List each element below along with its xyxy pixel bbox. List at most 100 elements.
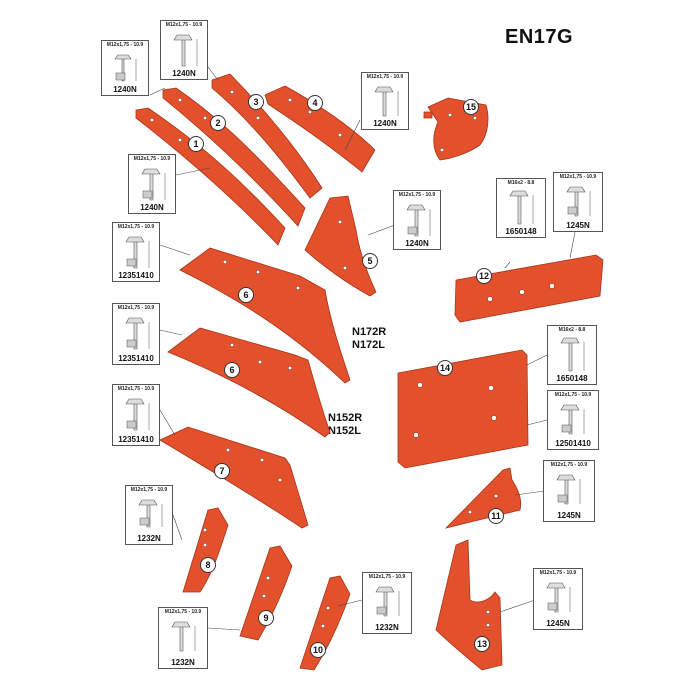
- bolt-spec: M16x2 - 8.8: [507, 180, 535, 186]
- bolt-icon: [138, 499, 163, 528]
- bolt-icon: [114, 54, 137, 82]
- model-label-n152l: N152L: [328, 425, 362, 437]
- bolt-spec: M12x1,75 - 10.9: [398, 192, 436, 198]
- bolt-box-1232n-c: M12x1,75 - 10.9 1232N: [362, 572, 412, 634]
- bolt-box-1240n-e: M12x1,75 - 10.9 1240N: [393, 190, 441, 250]
- bolt-box-12351410-a: M12x1,75 - 10.9 12351410: [112, 222, 160, 282]
- model-label-n172r: N172R: [352, 326, 387, 338]
- bolt-icon: [556, 474, 581, 505]
- bolt-code: 1245N: [566, 221, 590, 230]
- bolt-code: 1240N: [113, 85, 137, 94]
- bolt-box-1650148-a: M16x2 - 8.8 1650148: [496, 178, 546, 238]
- bolt-code: 12351410: [118, 435, 154, 444]
- bolt-box-1240n-a: M12x1,75 - 10.9 1240N: [101, 40, 149, 96]
- bolt-icon: [171, 621, 196, 652]
- part-9-blade: [239, 545, 293, 641]
- bolt-icon: [375, 586, 400, 617]
- bolt-spec: M12x1,75 - 10.9: [165, 22, 203, 28]
- bolt-box-1232n-a: M12x1,75 - 10.9 1232N: [125, 485, 173, 545]
- part-12-bar: [454, 254, 604, 323]
- bolt-box-1240n-d: M12x1,75 - 10.9 1240N: [128, 154, 176, 214]
- bolt-code: 1240N: [140, 203, 164, 212]
- bolt-code: 1650148: [556, 374, 588, 383]
- bolt-box-12501410: M12x1,75 - 10.9 12501410: [547, 390, 599, 450]
- bolt-spec: M12x1,75 - 10.9: [164, 609, 202, 615]
- callout-4: 4: [307, 95, 323, 111]
- bolt-icon: [374, 86, 399, 117]
- part-11-blade: [444, 467, 522, 529]
- bolt-icon: [125, 398, 150, 431]
- part-7-blade: [159, 426, 309, 529]
- bolt-code: 1245N: [546, 619, 570, 628]
- bolt-box-1650148-b: M16x2 - 8.8 1650148: [547, 325, 597, 385]
- bolt-code: 1232N: [375, 623, 399, 632]
- bolt-code: 12351410: [118, 271, 154, 280]
- callout-2: 2: [210, 115, 226, 131]
- bolt-code: 1240N: [373, 119, 397, 128]
- bolt-box-1232n-b: M12x1,75 - 10.9 1232N: [158, 607, 208, 669]
- bolt-box-12351410-b: M12x1,75 - 10.9 12351410: [112, 303, 160, 365]
- bolt-code: 1232N: [171, 658, 195, 667]
- callout-13: 13: [474, 636, 490, 652]
- bolt-spec: M12x1,75 - 10.9: [554, 392, 592, 398]
- bolt-icon: [560, 337, 585, 372]
- bolt-code: 1240N: [172, 69, 196, 78]
- bolt-icon: [566, 186, 591, 217]
- bolt-spec: M12x1,75 - 10.9: [133, 156, 171, 162]
- bolt-code: 1240N: [405, 239, 429, 248]
- bolt-box-1240n-c: M12x1,75 - 10.9 1240N: [361, 72, 409, 130]
- callout-9: 9: [258, 610, 274, 626]
- bolt-code: 1245N: [557, 511, 581, 520]
- bolt-spec: M12x1,75 - 10.9: [117, 224, 155, 230]
- bolt-icon: [125, 236, 150, 269]
- bolt-spec: M12x1,75 - 10.9: [130, 487, 168, 493]
- bolt-spec: M12x1,75 - 10.9: [117, 305, 155, 311]
- bolt-box-1245n-b: M12x1,75 - 10.9 1245N: [543, 460, 595, 522]
- bolt-box-1245n-a: M12x1,75 - 10.9 1245N: [553, 172, 603, 232]
- callout-1: 1: [188, 136, 204, 152]
- bolt-code: 1232N: [137, 534, 161, 543]
- callout-11: 11: [488, 508, 504, 524]
- bolt-spec: M16x2 - 8.8: [558, 327, 586, 333]
- callout-10: 10: [310, 642, 326, 658]
- bolt-spec: M12x1,75 - 10.9: [559, 174, 597, 180]
- bolt-code: 1650148: [505, 227, 537, 236]
- bolt-icon: [141, 168, 166, 201]
- part-10-blade: [299, 575, 351, 671]
- callout-6-lower: 6: [224, 362, 240, 378]
- callout-8: 8: [200, 557, 216, 573]
- part-5-blade: [304, 195, 377, 297]
- diagram-title: EN17G: [505, 26, 574, 48]
- bolt-icon: [406, 204, 431, 237]
- bolt-spec: M12x1,75 - 10.9: [368, 574, 406, 580]
- bolt-icon: [560, 404, 585, 435]
- bolt-icon: [546, 582, 571, 613]
- bolt-box-1240n-b: M12x1,75 - 10.9 1240N: [160, 20, 208, 80]
- bolt-box-12351410-c: M12x1,75 - 10.9 12351410: [112, 384, 160, 446]
- callout-3: 3: [248, 94, 264, 110]
- bolt-spec: M12x1,75 - 10.9: [106, 42, 144, 48]
- callout-6-upper: 6: [238, 287, 254, 303]
- callout-7: 7: [214, 463, 230, 479]
- bolt-spec: M12x1,75 - 10.9: [117, 386, 155, 392]
- part-14-plate: [397, 349, 529, 469]
- callout-12: 12: [476, 268, 492, 284]
- part-6-lower-blade: [167, 327, 331, 438]
- bolt-spec: M12x1,75 - 10.9: [539, 570, 577, 576]
- part-13-blade: [435, 539, 503, 671]
- bolt-icon: [509, 190, 534, 225]
- bolt-box-1245n-c: M12x1,75 - 10.9 1245N: [533, 568, 583, 630]
- bolt-spec: M12x1,75 - 10.9: [366, 74, 404, 80]
- bolt-code: 12351410: [118, 354, 154, 363]
- bolt-code: 12501410: [555, 439, 591, 448]
- bolt-icon: [125, 317, 150, 350]
- model-label-n152r: N152R: [328, 412, 363, 424]
- callout-14: 14: [437, 360, 453, 376]
- callout-15: 15: [463, 99, 479, 115]
- bolt-spec: M12x1,75 - 10.9: [550, 462, 588, 468]
- callout-5: 5: [362, 253, 378, 269]
- bolt-icon: [173, 34, 198, 67]
- part-6-upper-blade: [179, 247, 351, 384]
